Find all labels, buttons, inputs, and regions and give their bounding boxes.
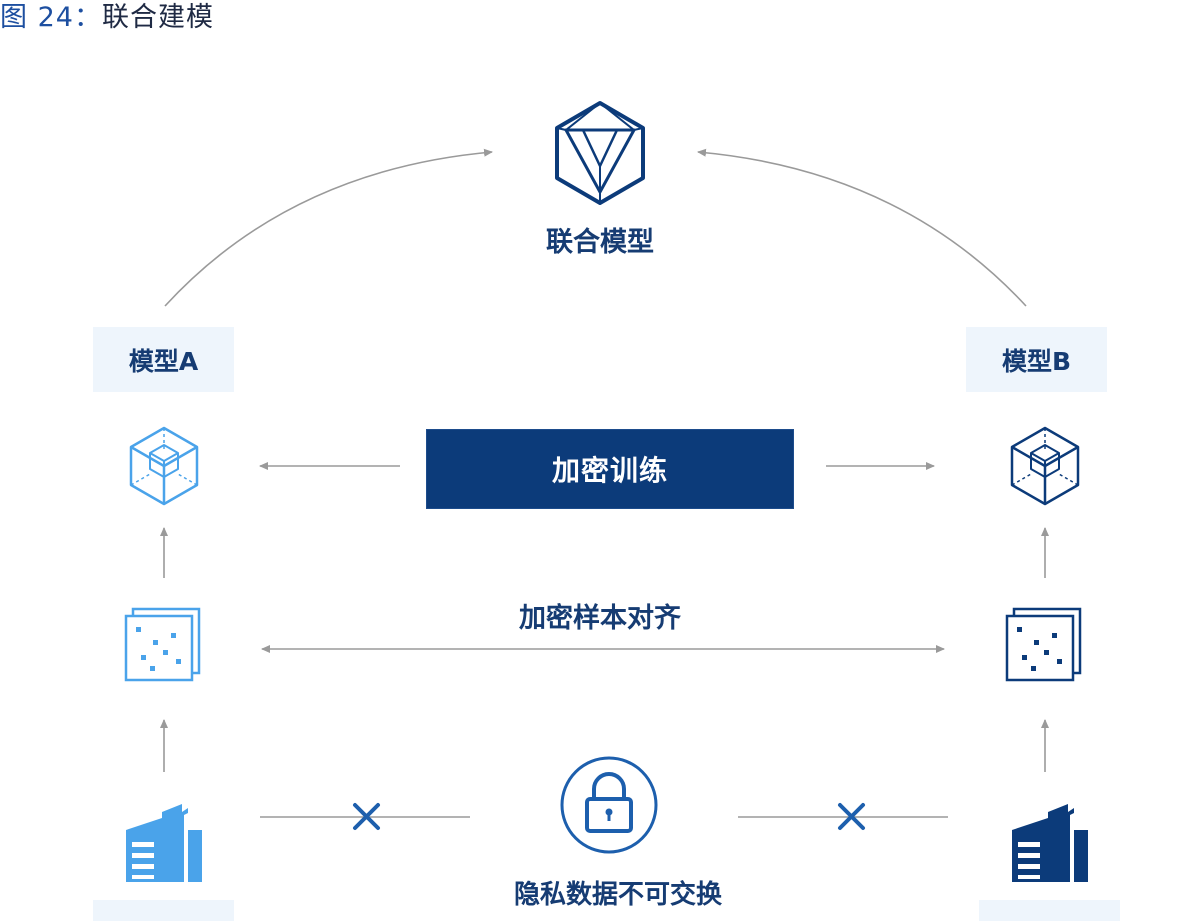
dataset-a-icon (124, 607, 201, 682)
building-b-icon (1012, 804, 1088, 882)
arc-arrow-right (697, 148, 1027, 307)
cross-icon (838, 803, 865, 830)
figure-title-text: 联合建模 (101, 2, 214, 33)
encrypted-training-box: 加密训练 (426, 429, 794, 509)
hexagon-model-icon (555, 101, 645, 205)
arc-arrow-left (164, 148, 493, 307)
model-b-label: 模型B (966, 327, 1107, 392)
privacy-note-label: 隐私数据不可交换 (513, 880, 722, 910)
cube-model-a-icon (129, 426, 199, 506)
figure-number: 图 24： (0, 2, 102, 33)
federated-model-label: 联合模型 (546, 227, 654, 258)
figure-title: 图 24：联合建模 (0, 0, 214, 36)
cube-model-b-icon (1010, 426, 1080, 506)
building-a-icon (126, 804, 202, 882)
lock-icon (560, 756, 658, 854)
party-a-label-box (93, 900, 234, 921)
cross-icon (353, 803, 380, 830)
dataset-b-icon (1005, 607, 1082, 682)
model-a-label: 模型A (93, 327, 234, 392)
party-b-label-box (979, 900, 1120, 921)
sample-alignment-label: 加密样本对齐 (519, 603, 681, 634)
